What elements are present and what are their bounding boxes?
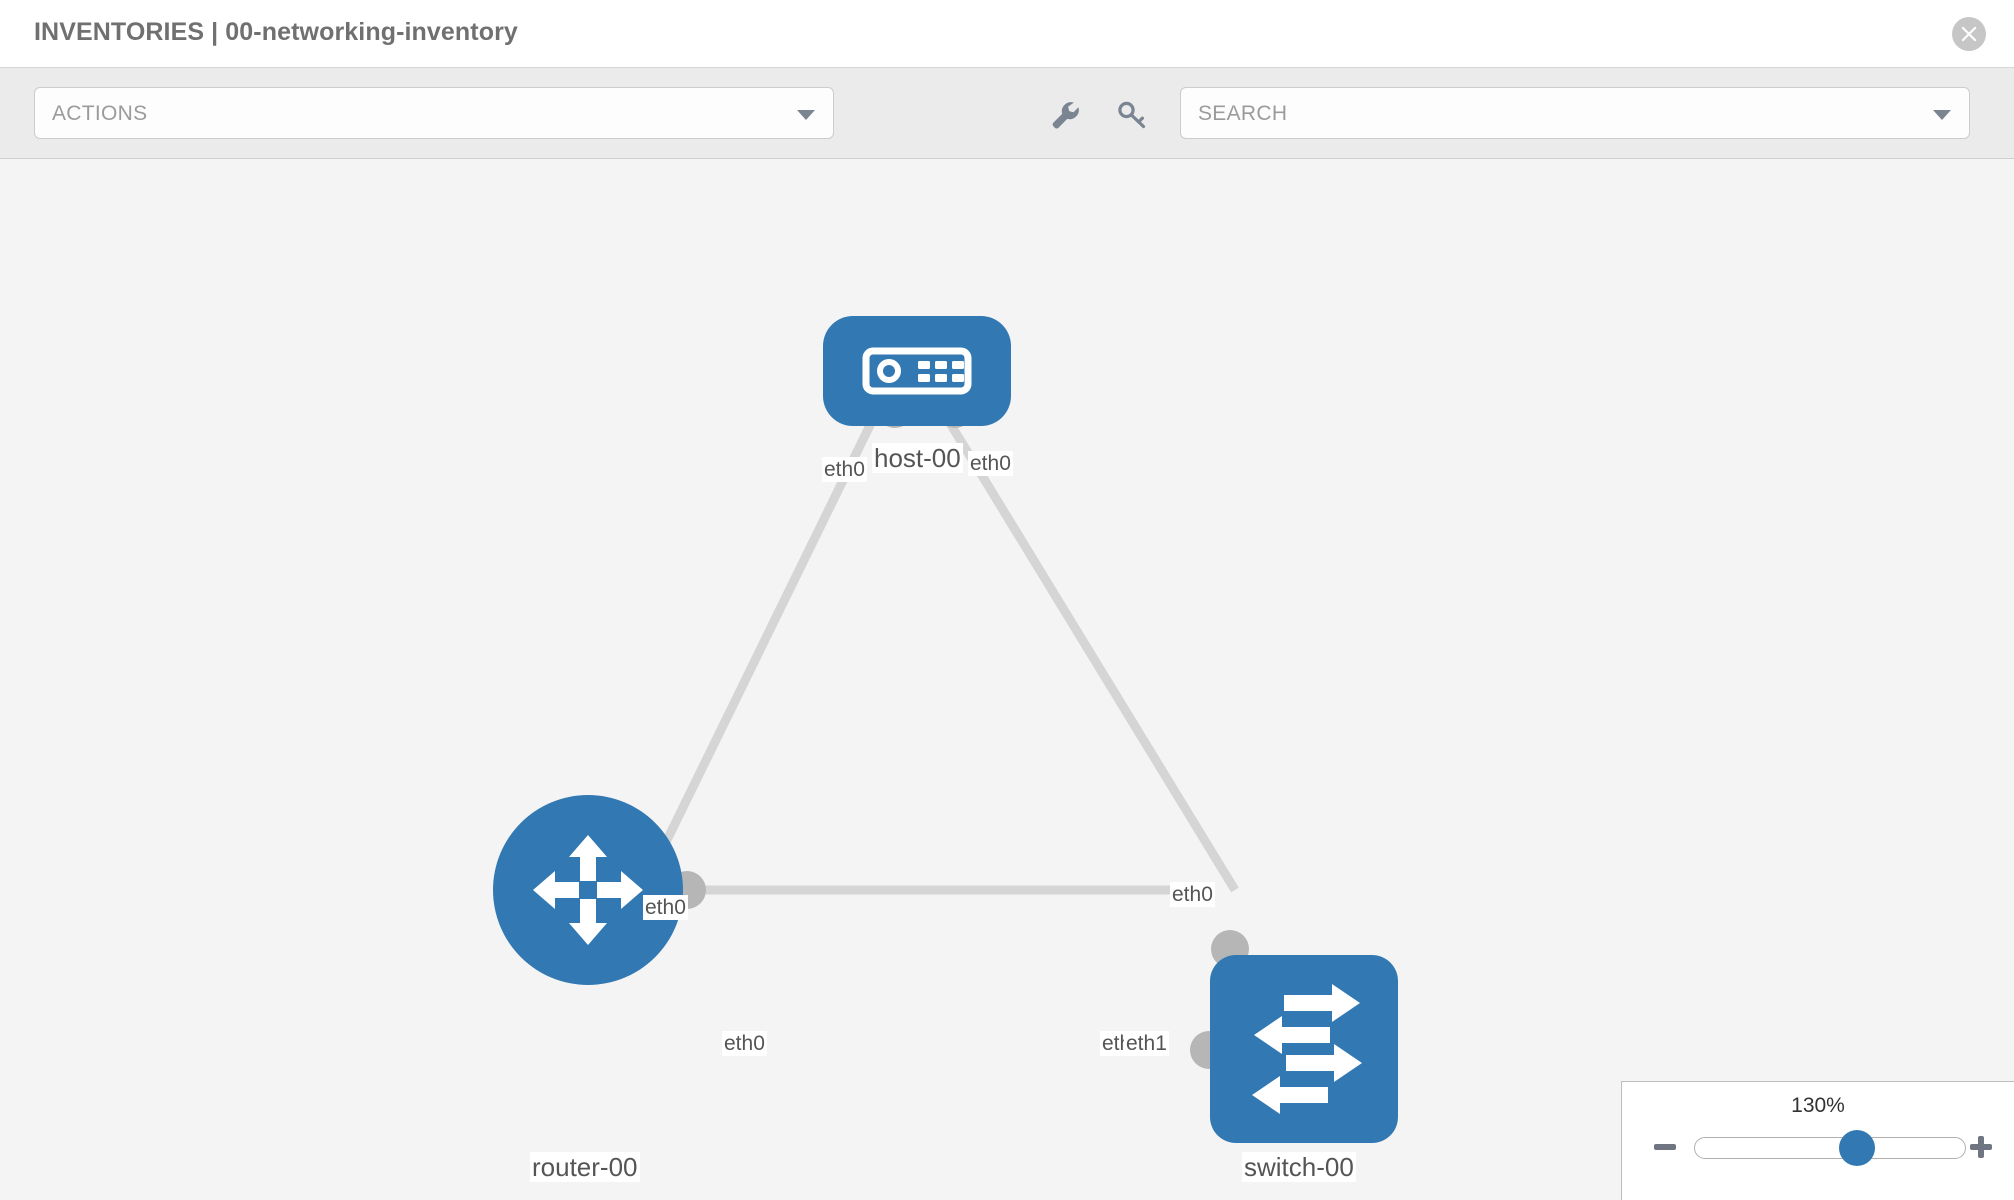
key-icon <box>1118 101 1146 129</box>
node-label-host-00: host-00 <box>872 443 963 473</box>
server-icon <box>862 347 972 395</box>
node-switch-shape <box>1210 955 1398 1143</box>
page-title: INVENTORIES | 00-networking-inventory <box>34 18 518 46</box>
iface-label-host-eth0-right: eth0 <box>968 451 1013 476</box>
node-router-00[interactable] <box>493 795 683 985</box>
actions-dropdown-label: ACTIONS <box>52 102 148 125</box>
zoom-level-label: 130% <box>1791 1094 1845 1117</box>
iface-label-router-eth0-up: eth0 <box>643 895 688 920</box>
topology-canvas[interactable]: host-00 eth0 eth0 router-00 eth0 eth0 <box>0 160 2014 1200</box>
zoom-slider[interactable] <box>1694 1130 1966 1166</box>
zoom-slider-thumb[interactable] <box>1839 1130 1875 1166</box>
zoom-control-panel: 130% <box>1621 1081 2014 1200</box>
iface-label-switch-eth0-up: eth0 <box>1170 882 1215 907</box>
zoom-in-button[interactable] <box>1966 1132 1996 1162</box>
toolbar: ACTIONS SEARCH <box>0 68 2014 159</box>
router-arrows-icon <box>533 835 643 945</box>
iface-label-switch-eth1-b: eth1 <box>1124 1031 1169 1056</box>
node-label-router-00: router-00 <box>530 1152 640 1182</box>
key-button[interactable] <box>1115 98 1149 132</box>
node-switch-00[interactable] <box>1210 955 1398 1143</box>
topology-edges <box>640 412 1239 895</box>
wrench-button[interactable] <box>1048 98 1082 132</box>
close-icon <box>1961 26 1977 42</box>
iface-label-router-eth0-right: eth0 <box>722 1031 767 1056</box>
wrench-icon <box>1052 102 1079 129</box>
search-placeholder: SEARCH <box>1198 102 1288 125</box>
node-host-shape <box>823 316 1011 426</box>
node-label-switch-00: switch-00 <box>1242 1152 1356 1182</box>
page-header: INVENTORIES | 00-networking-inventory <box>0 0 2014 68</box>
zoom-out-button[interactable] <box>1650 1132 1680 1162</box>
actions-dropdown[interactable]: ACTIONS <box>34 87 834 139</box>
node-host-00[interactable] <box>823 316 1011 426</box>
switch-arrows-icon <box>1252 984 1362 1114</box>
edge-host-router <box>640 413 880 887</box>
minus-icon <box>1654 1144 1676 1150</box>
search-input[interactable]: SEARCH <box>1180 87 1970 139</box>
node-router-shape <box>493 795 683 985</box>
chevron-down-icon <box>797 110 815 120</box>
close-button[interactable] <box>1952 17 1986 51</box>
edge-host-switch <box>941 412 1239 893</box>
plus-icon <box>1970 1136 1992 1158</box>
chevron-down-icon <box>1933 110 1951 120</box>
iface-label-host-eth0-left: eth0 <box>822 457 867 482</box>
